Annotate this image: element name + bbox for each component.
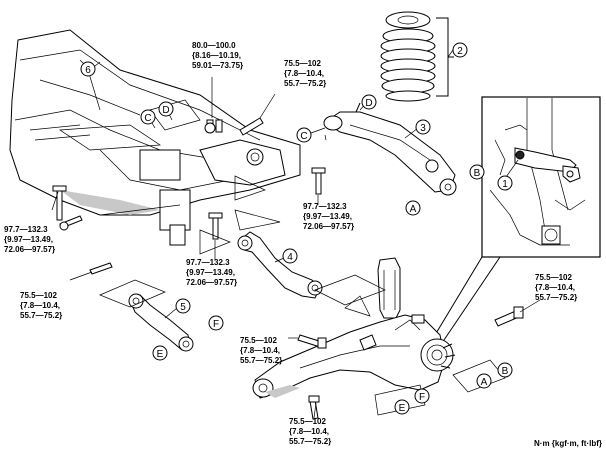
ref-letter-a-hub: A bbox=[476, 373, 492, 389]
svg-text:55.7—75.2}: 55.7—75.2} bbox=[535, 293, 577, 302]
svg-text:{9.97—13.49,: {9.97—13.49, bbox=[186, 268, 235, 277]
torque-spec-crossmember-bolt-right: 97.7—132.3 {9.97—13.49, 72.06—97.57} bbox=[303, 202, 354, 231]
svg-text:75.5—102: 75.5—102 bbox=[535, 273, 572, 282]
svg-text:B: B bbox=[474, 168, 481, 179]
ref-letter-d-upper-arm: D bbox=[361, 94, 377, 110]
svg-text:75.5—102: 75.5—102 bbox=[289, 417, 326, 426]
ref-letter-a-upper-arm: A bbox=[405, 200, 421, 216]
svg-text:97.7—132.3: 97.7—132.3 bbox=[303, 202, 347, 211]
svg-text:97.7—132.3: 97.7—132.3 bbox=[186, 258, 230, 267]
part-number-6: 6 bbox=[80, 61, 96, 77]
ref-letter-f-trailing-link: F bbox=[208, 315, 224, 331]
svg-text:75.5—102: 75.5—102 bbox=[284, 59, 321, 68]
torque-spec-crossmember-bolt-center: 97.7—132.3 {9.97—13.49, 72.06—97.57} bbox=[186, 258, 237, 287]
svg-text:D: D bbox=[365, 98, 372, 109]
svg-text:5: 5 bbox=[180, 302, 186, 313]
svg-text:59.01—73.75}: 59.01—73.75} bbox=[192, 61, 243, 70]
svg-text:55.7—75.2}: 55.7—75.2} bbox=[240, 356, 282, 365]
torque-spec-upper-arm-bolt: 75.5—102 {7.8—10.4, 55.7—75.2} bbox=[284, 59, 326, 88]
svg-text:80.0—100.0: 80.0—100.0 bbox=[192, 41, 236, 50]
svg-text:{9.97—13.49,: {9.97—13.49, bbox=[4, 235, 53, 244]
crossmember-drawing bbox=[9, 29, 301, 246]
inset-pointer bbox=[431, 256, 501, 341]
spring-bracket-line bbox=[436, 17, 454, 97]
coil-spring-drawing bbox=[380, 11, 436, 102]
torque-spec-knuckle-bolt-lower: 75.5—102 {7.8—10.4, 55.7—75.2} bbox=[289, 417, 331, 446]
svg-text:E: E bbox=[399, 403, 406, 414]
svg-text:4: 4 bbox=[287, 252, 293, 263]
part-number-3: 3 bbox=[415, 119, 431, 135]
svg-text:55.7—75.2}: 55.7—75.2} bbox=[289, 437, 331, 446]
svg-text:{9.97—13.49,: {9.97—13.49, bbox=[303, 212, 352, 221]
svg-text:E: E bbox=[157, 349, 164, 360]
part-number-5: 5 bbox=[175, 298, 191, 314]
torque-spec-trailing-link-bolt: 75.5—102 {7.8—10.4, 55.7—75.2} bbox=[20, 291, 62, 320]
svg-text:A: A bbox=[410, 204, 417, 215]
ref-letter-c-upper-arm: C bbox=[296, 127, 312, 143]
svg-text:{8.16—10.19,: {8.16—10.19, bbox=[192, 51, 241, 60]
ref-letter-d-crossmember: D bbox=[158, 101, 174, 117]
svg-text:75.5—102: 75.5—102 bbox=[240, 336, 277, 345]
ref-letter-f-knuckle: F bbox=[414, 388, 430, 404]
svg-text:F: F bbox=[419, 392, 425, 403]
ref-letter-b-hub: B bbox=[497, 362, 513, 378]
svg-text:{7.8—10.4,: {7.8—10.4, bbox=[289, 427, 329, 436]
svg-text:B: B bbox=[502, 366, 509, 377]
lower-arm-drawing bbox=[237, 231, 323, 299]
svg-text:3: 3 bbox=[420, 123, 426, 134]
torque-spec-hub-bolt: 75.5—102 {7.8—10.4, 55.7—75.2} bbox=[535, 273, 577, 302]
torque-spec-bushing-nut: 80.0—100.0 {8.16—10.19, 59.01—73.75} bbox=[192, 41, 243, 70]
torque-spec-knuckle-bolt-upper: 75.5—102 {7.8—10.4, 55.7—75.2} bbox=[240, 336, 282, 365]
svg-text:{7.8—10.4,: {7.8—10.4, bbox=[284, 69, 324, 78]
inset-detail-drawing bbox=[481, 96, 601, 258]
svg-text:55.7—75.2}: 55.7—75.2} bbox=[284, 79, 326, 88]
part-number-1: 1 bbox=[497, 175, 513, 191]
guide-strips bbox=[58, 99, 506, 416]
part-number-2: 2 bbox=[452, 42, 468, 58]
svg-text:72.06—97.57}: 72.06—97.57} bbox=[186, 278, 237, 287]
svg-text:F: F bbox=[213, 319, 219, 330]
svg-text:72.06—97.57}: 72.06—97.57} bbox=[4, 245, 55, 254]
ref-letter-c-crossmember: C bbox=[140, 109, 156, 125]
svg-text:97.7—132.3: 97.7—132.3 bbox=[4, 225, 48, 234]
svg-text:72.06—97.57}: 72.06—97.57} bbox=[303, 222, 354, 231]
crossmember-bolts bbox=[52, 117, 326, 275]
torque-unit-label: N·m {kgf·m, ft·lbf} bbox=[534, 439, 602, 448]
svg-text:75.5—102: 75.5—102 bbox=[20, 291, 57, 300]
svg-text:{7.8—10.4,: {7.8—10.4, bbox=[535, 283, 575, 292]
svg-text:C: C bbox=[300, 131, 307, 142]
torque-spec-crossmember-bolt-left: 97.7—132.3 {9.97—13.49, 72.06—97.57} bbox=[4, 225, 55, 254]
svg-text:55.7—75.2}: 55.7—75.2} bbox=[20, 311, 62, 320]
knuckle-bolts bbox=[297, 306, 524, 420]
part-number-4: 4 bbox=[282, 248, 298, 264]
ref-letter-b-upper-arm: B bbox=[469, 164, 485, 180]
upper-arm-drawing bbox=[323, 102, 457, 196]
svg-text:1: 1 bbox=[502, 179, 508, 190]
svg-text:{7.8—10.4,: {7.8—10.4, bbox=[20, 301, 60, 310]
ref-letter-e-trailing-link: E bbox=[152, 345, 168, 361]
svg-text:A: A bbox=[481, 377, 488, 388]
ref-letter-e-knuckle: E bbox=[394, 399, 410, 415]
svg-text:{7.8—10.4,: {7.8—10.4, bbox=[240, 346, 280, 355]
trailing-link-drawing bbox=[128, 293, 194, 352]
svg-text:D: D bbox=[162, 105, 169, 116]
svg-text:6: 6 bbox=[85, 65, 91, 76]
svg-text:2: 2 bbox=[457, 46, 463, 57]
knuckle-hub-assembly-drawing bbox=[252, 257, 456, 399]
svg-text:C: C bbox=[144, 113, 151, 124]
